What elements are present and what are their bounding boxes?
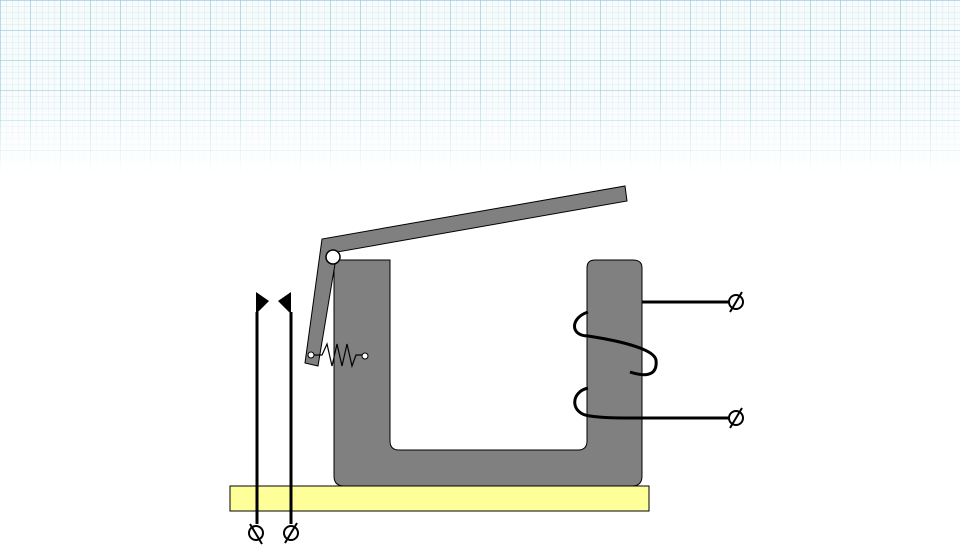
switch-contact-right <box>278 292 293 524</box>
base-plate <box>229 485 650 512</box>
iron-core <box>333 259 643 487</box>
coil-terminal-top <box>728 291 744 313</box>
armature <box>304 185 628 367</box>
pivot-pin <box>325 249 341 265</box>
contact-terminal-right <box>283 522 299 544</box>
switch-contact-left <box>255 292 269 524</box>
coil-winding <box>573 300 731 420</box>
contact-terminal-left <box>248 523 264 545</box>
coil-terminal-bottom <box>728 407 744 429</box>
graph-paper-banner <box>0 0 960 175</box>
return-spring <box>307 342 369 369</box>
